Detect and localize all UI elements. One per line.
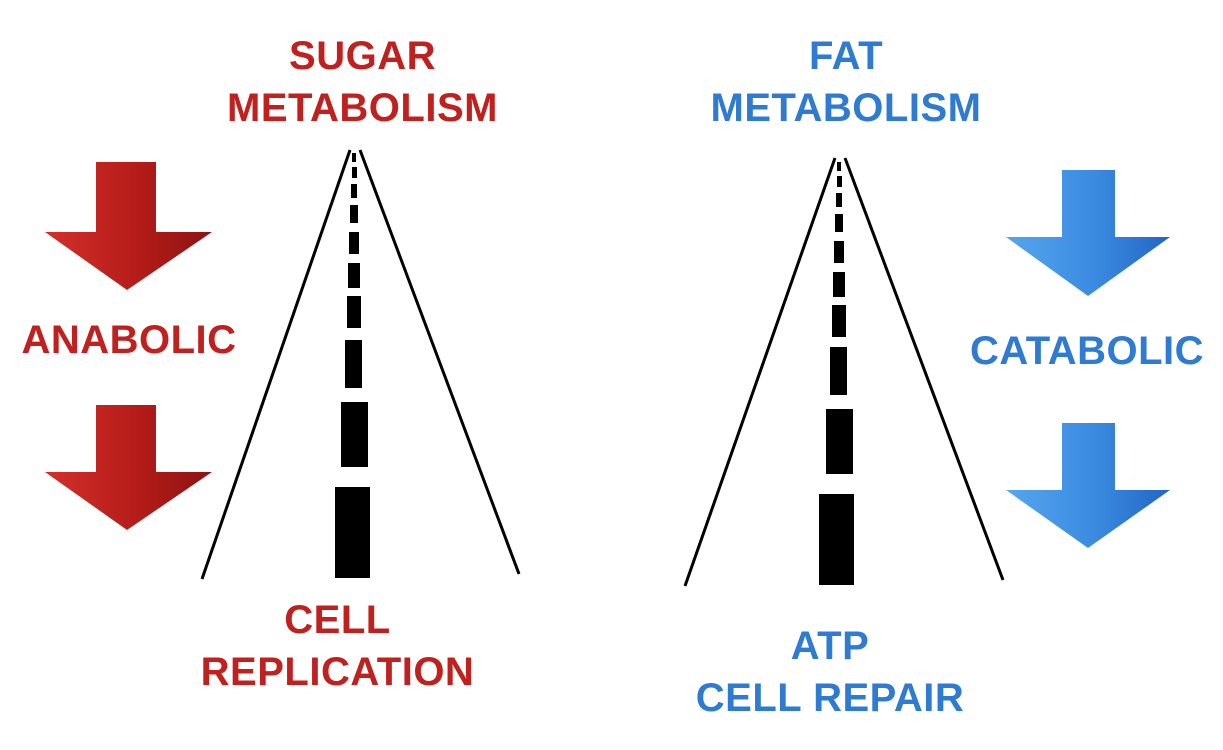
atp-cell-repair-label: ATP CELL REPAIR [670, 620, 990, 724]
fat-title-line2: METABOLISM [710, 86, 982, 130]
road-perspective-icon [683, 157, 1005, 587]
anabolic-label: ANABOLIC [0, 315, 258, 365]
fat-outcome-line1: ATP [790, 624, 870, 668]
sugar-outcome-line2: REPLICATION [200, 650, 475, 694]
arrow-down-blue-icon [1006, 170, 1170, 296]
fat-outcome-line2: CELL REPAIR [695, 676, 965, 720]
cell-replication-label: CELL REPLICATION [175, 594, 500, 698]
arrow-down-blue-icon [1006, 423, 1170, 548]
sugar-metabolism-title: SUGAR METABOLISM [200, 30, 525, 134]
road-perspective-icon [200, 149, 521, 580]
sugar-outcome-line1: CELL [284, 598, 391, 642]
sugar-title-line1: SUGAR [289, 34, 436, 78]
catabolic-text: CATABOLIC [969, 329, 1205, 373]
sugar-title-line2: METABOLISM [227, 86, 498, 130]
arrow-down-red-icon [45, 162, 212, 290]
catabolic-label: CATABOLIC [953, 326, 1221, 376]
fat-metabolism-title: FAT METABOLISM [686, 30, 1006, 134]
arrow-down-red-icon [45, 405, 212, 530]
anabolic-text: ANABOLIC [21, 318, 237, 362]
fat-title-line1: FAT [808, 34, 884, 78]
